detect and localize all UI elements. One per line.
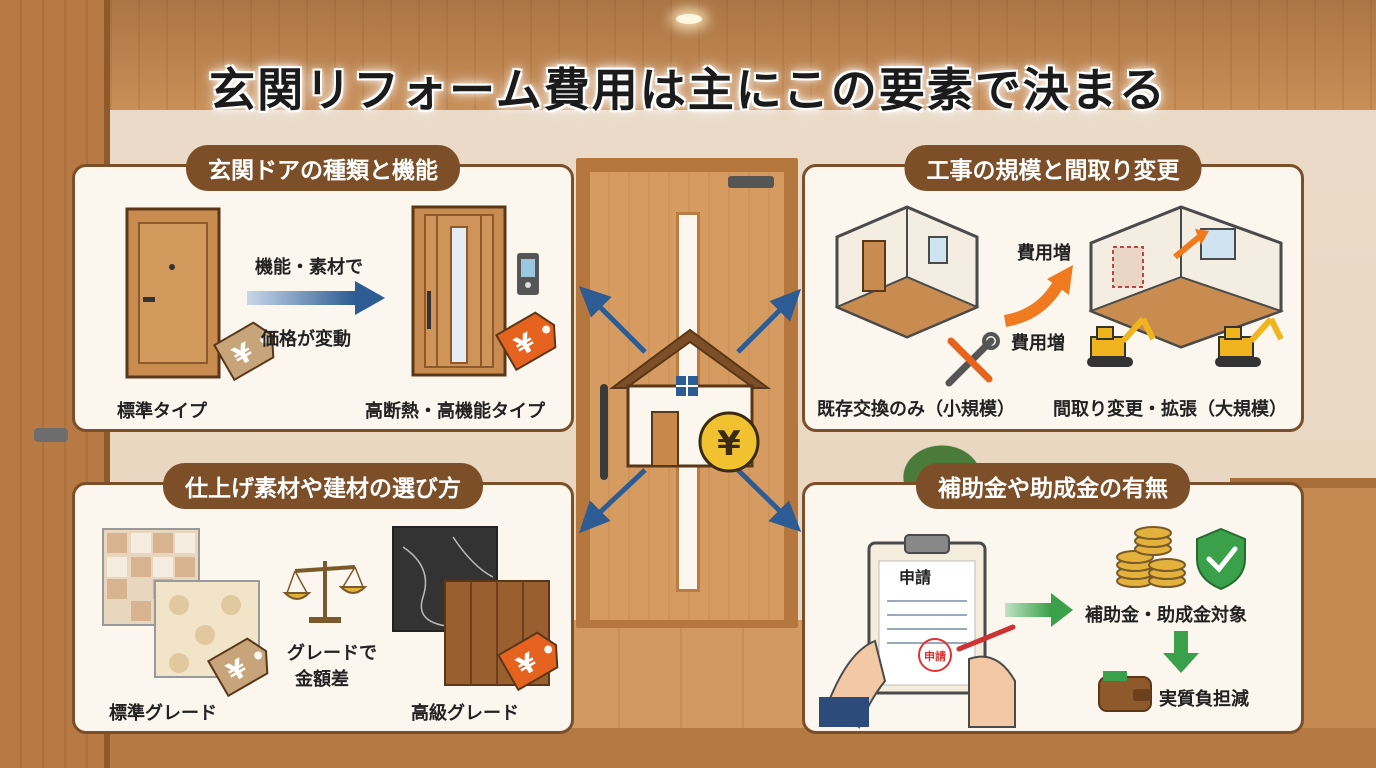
scale-large-label: 間取り変更・拡張（大規模）: [1053, 399, 1287, 420]
arrow-bottom-left: [578, 468, 647, 534]
materials-premium-label: 高級グレード: [411, 703, 519, 724]
door-icon: [125, 207, 221, 379]
materials-standard-label: 標準グレード: [109, 703, 217, 724]
subsidy-reduced-label: 実質負担減: [1159, 689, 1249, 710]
smart-lock-icon: [517, 253, 539, 295]
premium-price-tag-icon: ¥: [494, 311, 557, 372]
premium-door-icon: [411, 205, 507, 377]
scale-small-label: 既存交換のみ（小規模）: [817, 399, 1015, 420]
house-yen-icon: ¥: [608, 328, 772, 473]
large-room-icon: [1088, 205, 1285, 349]
coins-icon: [1116, 526, 1186, 588]
shield-check-icon: [1196, 527, 1246, 591]
page-title: 玄関リフォーム費用は主にこの要素で決まる: [209, 63, 1167, 117]
door-arrow-label-bottom: 価格が変動: [261, 329, 351, 350]
door-arrow-label-top: 機能・素材で: [255, 257, 363, 278]
premium-price-tag-icon: ¥: [496, 631, 559, 692]
center-yen-symbol: ¥: [717, 424, 741, 464]
stamp-text: 申請: [924, 649, 946, 663]
panel-header: 工事の規模と間取り変更: [904, 145, 1202, 191]
cost-up-label-1: 費用増: [1017, 243, 1071, 264]
panel-construction-scale: 工事の規模と間取り変更 既存交換のみ（小規模） 費用増 費用増: [802, 145, 1304, 432]
panel-header: 玄関ドアの種類と機能: [186, 145, 460, 191]
excavator-icon: [1087, 316, 1156, 367]
green-arrow-down-icon: [1163, 631, 1199, 673]
excavator-icon: [1215, 316, 1284, 367]
panel-header: 補助金や助成金の有無: [916, 463, 1190, 509]
materials-scale-label-top: グレードで: [287, 643, 377, 664]
door-closer: [728, 176, 774, 188]
door-standard-label: 標準タイプ: [117, 401, 207, 422]
price-tag-icon: ¥: [206, 637, 269, 698]
price-tag-icon: ¥: [212, 321, 275, 382]
tools-icon: [945, 332, 1000, 387]
room-icon: [834, 205, 980, 339]
panel-subsidy: 補助金や助成金の有無 申請 申請 補助金・助成金対象: [802, 463, 1304, 734]
arrow-top-left: [578, 285, 647, 354]
cost-up-label-2: 費用増: [1011, 333, 1065, 354]
cost-up-arrow-icon: [1003, 265, 1073, 327]
entrance-door-handle: [600, 384, 608, 480]
panel-door-type: 玄関ドアの種類と機能 ¥ 標準タイプ 機能・素材で 価格が変動: [72, 145, 574, 432]
arrow-right-icon: [247, 281, 385, 315]
clipboard-icon: 申請 申請: [819, 534, 1016, 729]
wallet-icon: [1098, 671, 1152, 712]
balance-scale-icon: [282, 561, 368, 623]
panel-header: 仕上げ素材や建材の選び方: [163, 463, 483, 509]
subsidy-eligible-label: 補助金・助成金対象: [1085, 605, 1247, 626]
form-title: 申請: [899, 568, 931, 587]
ceiling-light: [676, 14, 702, 24]
materials-scale-label-bottom: 金額差: [295, 669, 349, 690]
door-premium-label: 高断熱・高機能タイプ: [365, 401, 545, 422]
arrow-bottom-right: [736, 468, 802, 533]
arrow-top-right: [736, 288, 802, 354]
side-door-handle: [34, 428, 68, 442]
panel-materials: 仕上げ素材や建材の選び方 ¥ 標準グレード グレードで 金額差: [72, 463, 574, 734]
green-arrow-right-icon: [1005, 593, 1073, 627]
entry-step: [0, 728, 1376, 768]
